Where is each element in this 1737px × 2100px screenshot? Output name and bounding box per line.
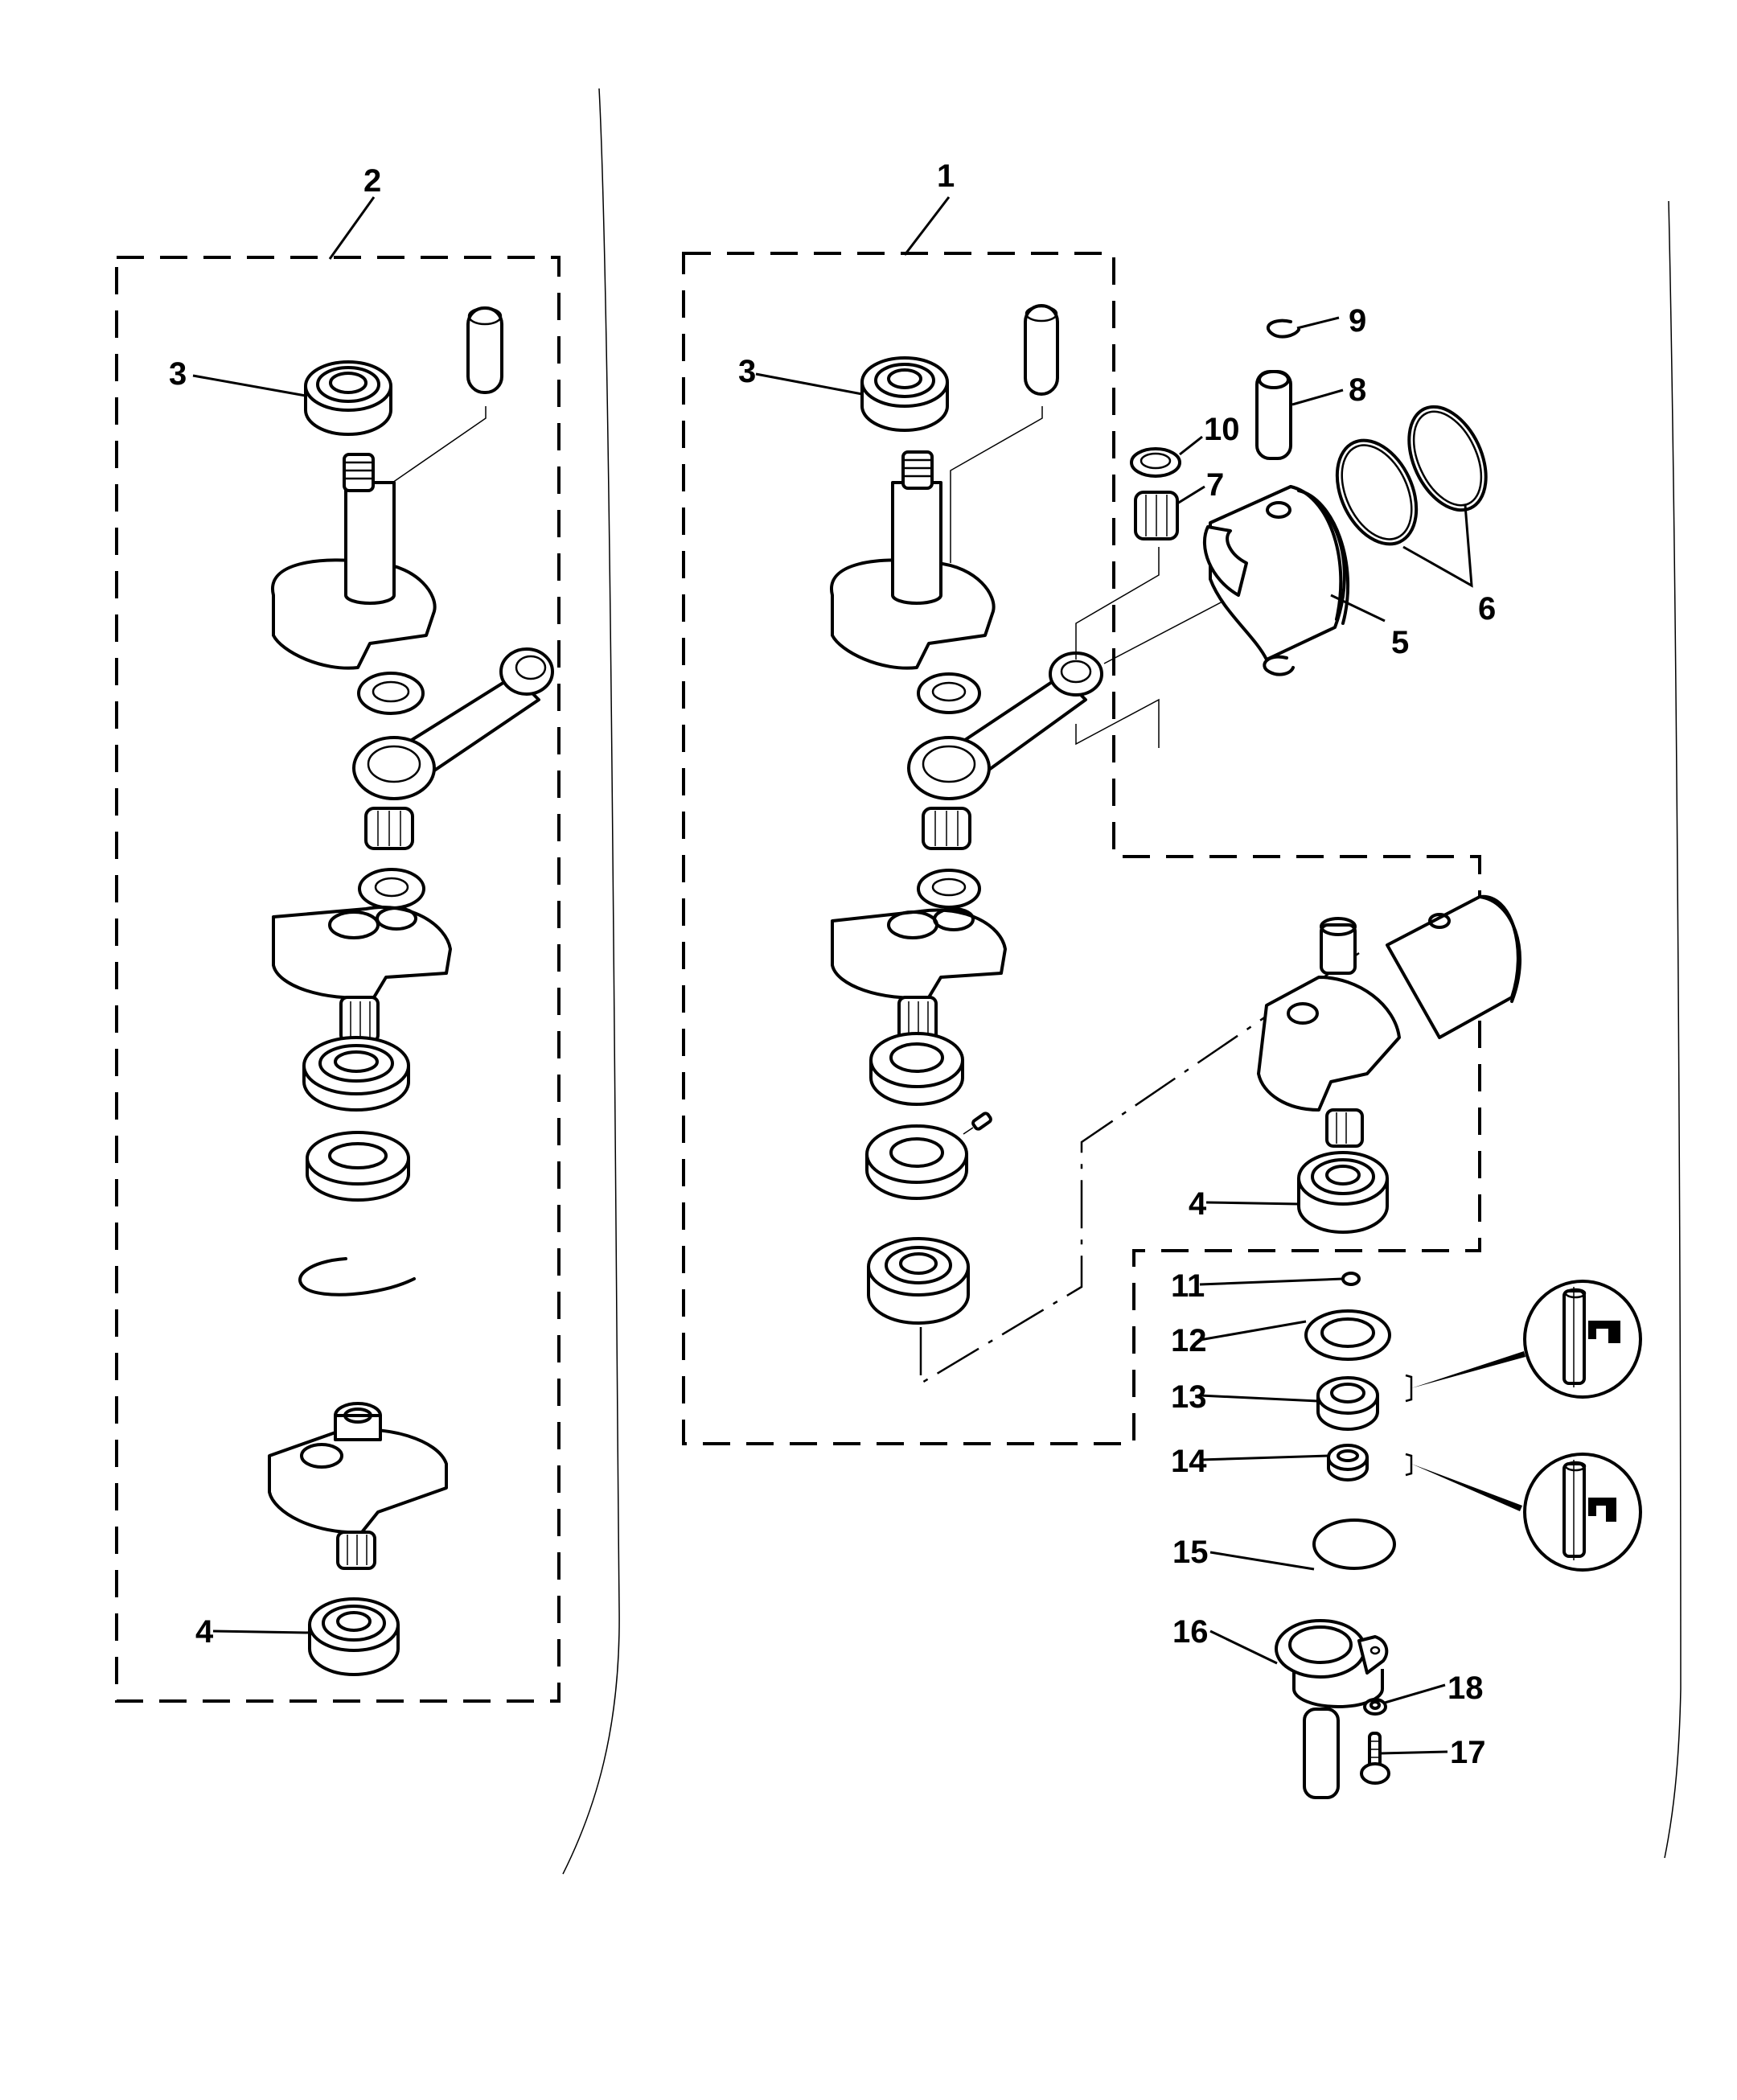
crankshaft-lower-half [268,1402,448,1570]
needle-bearing [364,807,414,850]
wrist-pin-retainer-bottom [1263,655,1295,676]
wrist-pin-needle-bearing [1134,491,1179,540]
callout-4-left: 4 [195,1614,214,1650]
roller-bearing-cage [357,672,425,715]
lower-parts-stack: 11 12 13 14 15 [1171,1268,1486,1799]
callout-14: 14 [1171,1444,1207,1479]
ball-bearing-lower-right [1297,1151,1389,1234]
roller-bearing-cage-right [917,672,981,714]
crankshaft-middle-section-right [831,907,1007,1043]
callout-13: 13 [1171,1379,1207,1415]
callout-9: 9 [1349,303,1366,339]
assembly-2-boundary [115,256,561,1703]
washer-large [1304,1309,1391,1361]
ball-bearing-lower-left [308,1597,400,1676]
piston-ring-front [1335,438,1419,546]
callout-18: 18 [1448,1671,1484,1706]
callout-2: 2 [363,163,381,199]
callout-6: 6 [1478,591,1496,627]
needle-bearing-right [922,807,971,850]
crankshaft-upper-half [270,453,437,670]
seal-detail-inset-13 [1405,1280,1642,1403]
oil-seal-14 [1327,1444,1369,1482]
callout-11: 11 [1171,1268,1205,1304]
callout-3-left: 3 [169,356,187,392]
callout-8: 8 [1349,372,1366,408]
page-edge-left [562,88,620,1875]
ball-bearing-upper [304,360,392,436]
small-pin [963,1112,992,1135]
lock-washer [1363,1698,1387,1716]
assembly-1-group: 1 3 [682,158,1521,1445]
crank-seal-upper [302,1036,410,1112]
oil-seal-13 [1316,1376,1379,1431]
bearing-retainer-ring [865,1124,968,1200]
roller-bearing-cage-lower [358,868,425,910]
callout-4-right: 4 [1189,1186,1207,1222]
wrist-pin-retainer-top [1266,318,1300,339]
piston [1203,485,1350,661]
thrust-washer [1130,447,1181,478]
o-ring-large [1312,1518,1396,1570]
water-tube-housing [1275,1619,1389,1799]
piston-ring-rear [1407,405,1488,512]
callout-3-right: 3 [738,354,756,389]
screw [1360,1732,1390,1785]
ball-bearing-upper-right [860,356,949,432]
callout-17: 17 [1450,1735,1486,1770]
ball-bearing-lower-right-in-group [867,1237,970,1325]
assembly-1-boundary [682,252,1481,1445]
callout-5: 5 [1391,625,1409,660]
wrist-pin [1255,370,1292,460]
assembled-crank-piston [1257,894,1521,1148]
page-edge-right [1664,200,1682,1859]
dowel-pin-right [1024,304,1059,396]
roller-bearing-cage-right-lower [917,869,981,909]
callout-12: 12 [1171,1323,1207,1358]
callout-16: 16 [1172,1614,1209,1650]
retaining-ring [298,1257,416,1297]
o-ring-small [1341,1272,1361,1286]
callout-1: 1 [937,158,955,194]
crankshaft-upper-half-right [829,450,996,670]
callout-7: 7 [1206,467,1224,503]
crankshaft-middle-section [272,906,452,1043]
crank-seal-lower [306,1131,410,1202]
crank-seal-right [869,1032,964,1106]
connecting-rod-left [352,647,554,800]
assembly-2-group: 2 3 [115,163,561,1703]
connecting-rod-right [907,651,1103,800]
callout-10: 10 [1204,412,1240,447]
dowel-pin [466,306,503,394]
callout-15: 15 [1172,1535,1209,1570]
seal-detail-inset-14 [1405,1453,1642,1572]
